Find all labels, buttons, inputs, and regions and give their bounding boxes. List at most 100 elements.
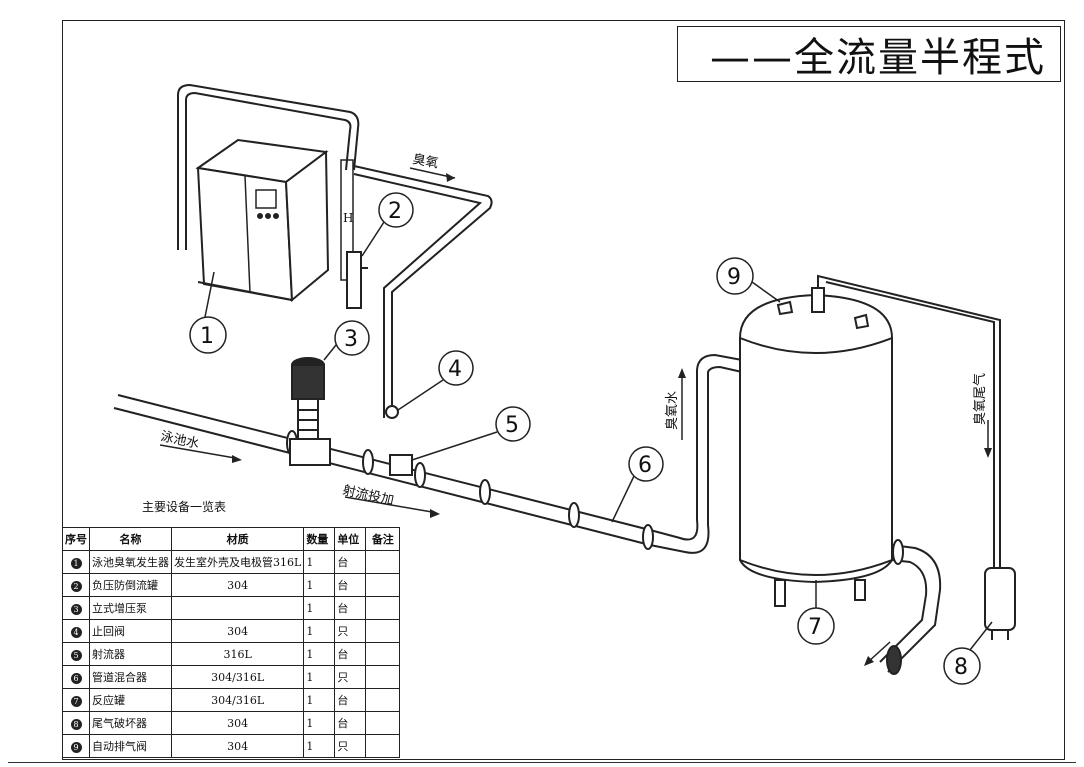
- tail-gas-label: 臭氧尾气: [972, 373, 988, 425]
- row-unit: 台: [334, 596, 367, 620]
- page-title: ——全流量半程式: [710, 35, 1046, 81]
- row-note: [365, 573, 401, 597]
- row-name: 立式增压泵: [89, 596, 172, 620]
- row-material: 304: [170, 711, 305, 735]
- row-material: 304/316L: [170, 665, 305, 689]
- row-material: 304: [170, 734, 305, 758]
- callout-7: 7: [808, 615, 822, 640]
- outlet-pipe: [879, 539, 942, 675]
- row-number-badge: 1: [70, 557, 82, 569]
- bottom-rule: [8, 762, 1076, 763]
- height-mark-label: H: [343, 211, 353, 225]
- row-note: [365, 711, 401, 735]
- pool-water-pipe: [113, 353, 743, 554]
- row-name: 反应罐: [89, 688, 172, 712]
- callout-3: 3: [344, 327, 358, 352]
- row-note: [365, 665, 401, 689]
- row-name: 自动排气阀: [89, 734, 172, 758]
- row-number: 8: [62, 711, 90, 735]
- row-qty: 1: [303, 596, 336, 620]
- row-number-badge: 6: [70, 672, 82, 684]
- col-header-no: 序号: [62, 527, 90, 551]
- col-header-unit: 单位: [334, 527, 367, 551]
- row-material: 发生室外壳及电极管316L: [170, 550, 305, 574]
- pipe-flanges: [286, 430, 654, 550]
- row-unit: 台: [334, 550, 367, 574]
- row-number-badge: 2: [70, 580, 82, 592]
- row-qty: 1: [303, 711, 336, 735]
- row-number: 2: [62, 573, 90, 597]
- table-header-row: 序号 名称 材质 数量 单位 备注: [62, 527, 401, 551]
- ozone-water-label: 臭氧水: [665, 391, 680, 430]
- title-box: ——全流量半程式: [677, 26, 1061, 82]
- reaction-tank: [739, 293, 893, 607]
- injection-arrow: [344, 496, 433, 513]
- row-number: 1: [62, 550, 90, 574]
- row-number: 4: [62, 619, 90, 643]
- row-note: [365, 596, 401, 620]
- row-material: 316L: [170, 642, 305, 666]
- row-material: [170, 596, 305, 620]
- row-number-badge: 4: [70, 626, 82, 638]
- row-note: [365, 642, 401, 666]
- anti-backflow-tank: [346, 251, 368, 309]
- row-qty: 1: [303, 688, 336, 712]
- table-caption: 主要设备一览表: [141, 500, 226, 514]
- callout-4: 4: [448, 357, 462, 382]
- row-number-badge: 3: [70, 603, 82, 615]
- row-qty: 1: [303, 573, 336, 597]
- row-number: 7: [62, 688, 90, 712]
- row-note: [365, 688, 401, 712]
- row-qty: 1: [303, 734, 336, 758]
- col-header-qty: 数量: [303, 527, 336, 551]
- row-material: 304: [170, 573, 305, 597]
- row-unit: 台: [334, 688, 367, 712]
- row-number-badge: 5: [70, 649, 82, 661]
- auto-vent-valve: [811, 287, 825, 313]
- row-name: 管道混合器: [89, 665, 172, 689]
- row-note: [365, 734, 401, 758]
- callout-1: 1: [200, 324, 214, 349]
- row-note: [365, 619, 401, 643]
- callout-2: 2: [388, 199, 402, 224]
- row-number-badge: 7: [70, 695, 82, 707]
- row-qty: 1: [303, 665, 336, 689]
- row-unit: 台: [334, 642, 367, 666]
- row-qty: 1: [303, 550, 336, 574]
- row-unit: 只: [334, 665, 367, 689]
- row-number: 6: [62, 665, 90, 689]
- row-number-badge: 9: [70, 741, 82, 753]
- callout-8: 8: [954, 655, 968, 680]
- drawing-frame: [62, 20, 1065, 760]
- booster-pump: [289, 357, 331, 466]
- check-valve: [385, 405, 399, 419]
- col-header-material: 材质: [170, 527, 305, 551]
- row-name: 负压防倒流罐: [89, 573, 172, 597]
- generator-gas-pipe: [177, 83, 360, 250]
- row-qty: 1: [303, 642, 336, 666]
- row-material: 304: [170, 619, 305, 643]
- tail-gas-destructor: [984, 567, 1016, 640]
- ozone-generator: [195, 138, 330, 303]
- ozone-gas-line: [353, 165, 493, 418]
- ozone-label: 臭氧: [411, 152, 439, 171]
- col-header-name: 名称: [89, 527, 172, 551]
- row-unit: 台: [334, 711, 367, 735]
- row-name: 泳池臭氧发生器: [89, 550, 172, 574]
- row-material: 304/316L: [170, 688, 305, 712]
- row-qty: 1: [303, 619, 336, 643]
- row-number-badge: 8: [70, 718, 82, 730]
- callout-5: 5: [505, 413, 519, 438]
- row-note: [365, 550, 401, 574]
- callout-6: 6: [638, 453, 652, 478]
- row-number: 3: [62, 596, 90, 620]
